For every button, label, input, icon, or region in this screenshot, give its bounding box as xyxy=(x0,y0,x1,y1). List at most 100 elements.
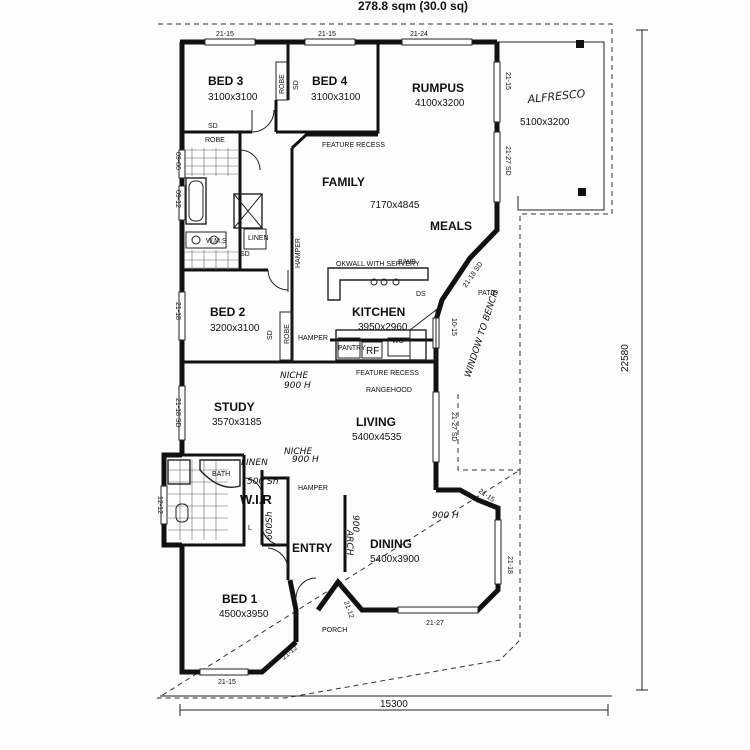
code-bed3-top: 21-15 xyxy=(216,31,234,38)
ds-label: DS xyxy=(416,291,426,298)
window-bath-1 xyxy=(178,149,186,179)
code-living: 21-27 SD xyxy=(450,412,457,442)
window-bench-note: WINDOW TO BENCH xyxy=(463,289,501,379)
overall-depth-label: 22580 xyxy=(620,344,631,372)
shelf-500-label: 500 Sh xyxy=(247,477,279,487)
shower xyxy=(233,193,263,229)
overall-depth-dimension: 22580 xyxy=(620,29,648,691)
code-study: 21-18 SD xyxy=(174,398,181,428)
entry-name: ENTRY xyxy=(292,541,332,555)
alfresco-size: 5100x3200 xyxy=(520,117,570,128)
code-bed2: 21-18 xyxy=(174,302,181,320)
sd-bed4: SD xyxy=(293,80,300,90)
windows xyxy=(160,38,502,676)
study-name: STUDY xyxy=(214,400,255,414)
code-bed4-top: 21-15 xyxy=(318,31,336,38)
window-bed4 xyxy=(304,38,356,46)
window-bath-2 xyxy=(178,185,186,221)
alfresco-label: ALFRESCO xyxy=(526,87,586,106)
dining-name: DINING xyxy=(370,537,412,551)
window-dining-side xyxy=(494,519,502,585)
bed2-size: 3200x3100 xyxy=(210,323,260,334)
niche-wir: NICHE xyxy=(284,447,312,457)
ensuite-l-label: L xyxy=(248,525,252,532)
feature-recess-kitchen: FEATURE RECESS xyxy=(356,370,419,377)
bed1-name: BED 1 xyxy=(222,592,258,606)
robe-bed3: ROBE xyxy=(205,137,225,144)
code-ensuite: 12-12 xyxy=(156,496,163,514)
room-labels: BED 3 3100x3100 BED 4 3100x3100 RUMPUS 4… xyxy=(208,74,499,634)
rf-label: RF xyxy=(366,346,379,357)
kitchen-name: KITCHEN xyxy=(352,305,405,319)
window-family-side xyxy=(493,131,501,203)
living-size: 5400x4535 xyxy=(352,432,402,443)
wo-label: WO xyxy=(392,338,405,345)
fridge xyxy=(361,341,383,359)
window-bed1-bottom xyxy=(199,668,249,676)
ensuite-shower xyxy=(167,459,191,485)
dining-900h: 900 H xyxy=(432,511,459,521)
bed3-name: BED 3 xyxy=(208,74,244,88)
window-ensuite xyxy=(160,485,168,525)
robe-bed2-label: ROBE xyxy=(284,324,291,344)
code-dining-right: 21-18 xyxy=(506,556,513,574)
ensuite-tiles xyxy=(168,460,228,540)
kitchen-fittings: OKWALL WITH SERVERY B/WB DS PANTRY RF WO… xyxy=(327,259,437,394)
bwb-label: B/WB xyxy=(398,259,416,266)
study-size: 3570x3185 xyxy=(212,417,262,428)
bathtub xyxy=(185,177,207,225)
code-bath-2: 09-12 xyxy=(174,190,181,208)
hamper-hall: HAMPER xyxy=(295,238,302,268)
total-area-label: 278.8 sqm (30.0 sq) xyxy=(358,0,468,13)
linen-wir-label: LINEN xyxy=(241,458,268,468)
feature-recess-family: FEATURE RECESS xyxy=(322,142,385,149)
niche-wir-h: 900 H xyxy=(292,455,319,465)
vanity xyxy=(185,231,227,249)
family-size: 7170x4845 xyxy=(370,200,420,211)
wir-name: W.I.R xyxy=(240,492,272,507)
window-rumpus-side xyxy=(493,61,501,123)
pantry-label: PANTRY xyxy=(338,345,366,352)
bed3-size: 3100x3100 xyxy=(208,92,258,103)
ensuite-bath-label: BATH xyxy=(212,471,230,478)
bathroom-fixtures: ROBE SD LINEN W.M.S SD HAMPER xyxy=(184,123,302,270)
code-rumpus-top: 21-24 xyxy=(410,31,428,38)
hamper-bed2: HAMPER xyxy=(298,335,328,342)
bed4-size: 3100x3100 xyxy=(311,92,361,103)
servery-counter xyxy=(327,267,429,301)
window-bed3 xyxy=(204,38,256,46)
ensuite-toilet xyxy=(175,503,189,523)
niche-living-h: 900 H xyxy=(284,381,311,391)
overall-width-label: 15300 xyxy=(380,699,408,710)
bed4-name: BED 4 xyxy=(312,74,348,88)
porch-label: PORCH xyxy=(322,627,347,634)
arch-label: ARCH xyxy=(344,529,354,556)
window-living xyxy=(432,391,440,463)
code-dining-bottom: 21-27 xyxy=(426,620,444,627)
window-dining-bottom xyxy=(397,606,479,614)
pantry xyxy=(337,337,361,359)
doors xyxy=(239,109,317,599)
linen-label: LINEN xyxy=(248,235,269,242)
shelf-600-label: 600Sh xyxy=(265,511,275,540)
sd-bath: SD xyxy=(240,251,250,258)
kitchen-bench xyxy=(335,329,427,361)
code-rumpus-right: 21-15 xyxy=(504,72,511,90)
patio-label: PATIO xyxy=(478,290,499,297)
window-bed2 xyxy=(178,291,186,341)
servery-label: OKWALL WITH SERVERY xyxy=(336,261,420,268)
site-boundary xyxy=(156,23,613,699)
rangehood-label: RANGEHOOD xyxy=(366,387,412,394)
rumpus-name: RUMPUS xyxy=(412,81,464,95)
code-bath-1: 09-06 xyxy=(174,152,181,170)
bed2-name: BED 2 xyxy=(210,305,246,319)
dining-size: 5400x3900 xyxy=(370,554,420,565)
rumpus-size: 4100x3200 xyxy=(415,98,465,109)
bath-tiles xyxy=(184,148,238,270)
window-study xyxy=(178,385,186,441)
ensuite-bath xyxy=(199,459,241,488)
robe-bed4 xyxy=(275,61,289,101)
arch-900: 900 xyxy=(350,515,360,532)
